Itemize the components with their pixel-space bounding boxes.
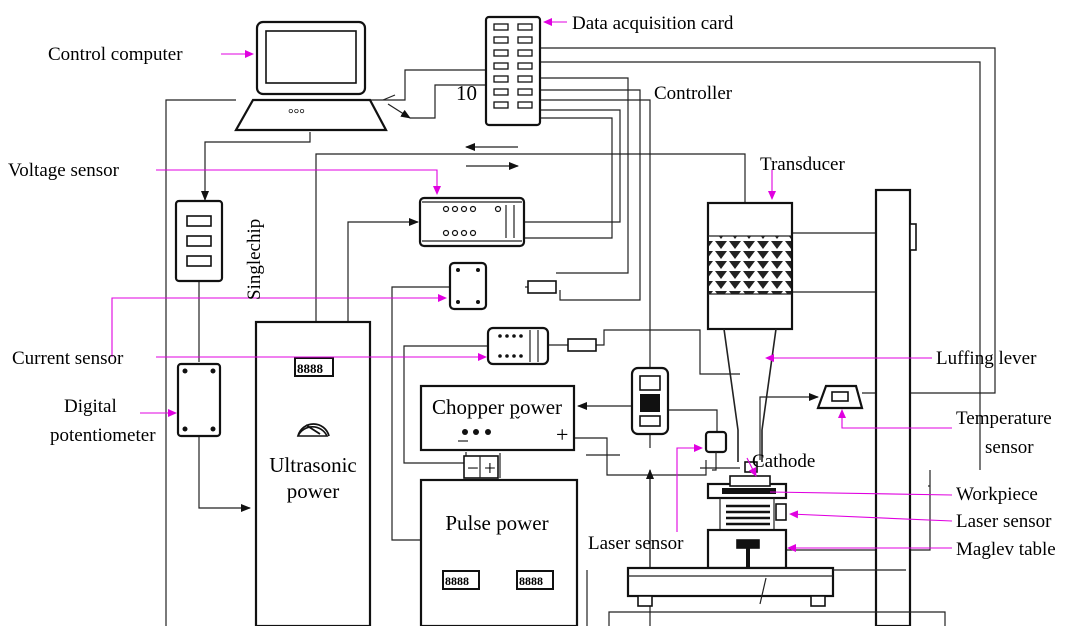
label-current-sensor: Current sensor bbox=[12, 348, 124, 369]
ultrasonic-display: 8888 bbox=[297, 361, 324, 376]
chopper-power-label: Chopper power bbox=[432, 395, 562, 419]
label-ten: 10 bbox=[456, 81, 477, 105]
temperature-sensor-device bbox=[816, 384, 864, 410]
label-data-acquisition-card: Data acquisition card bbox=[572, 13, 734, 34]
label-laser-sensor-bottom: Laser sensor bbox=[588, 533, 684, 554]
pulse-power-label: Pulse power bbox=[445, 511, 548, 535]
label-digital: Digital bbox=[64, 396, 117, 417]
wiring bbox=[165, 47, 996, 626]
label-temperature-sensor: sensor bbox=[985, 437, 1034, 458]
ultrasonic-label-2: power bbox=[287, 479, 339, 503]
chopper-plus: + bbox=[556, 422, 568, 447]
singlechip-device bbox=[174, 199, 224, 283]
chopper-power-device: Chopper power ˇ + bbox=[419, 384, 576, 452]
labels: Data acquisition card Control computer C… bbox=[8, 13, 1056, 560]
label-transducer: Transducer bbox=[760, 154, 845, 175]
digital-potentiometer-device bbox=[176, 362, 222, 438]
label-control-computer: Control computer bbox=[48, 44, 183, 65]
label-luffing-lever: Luffing lever bbox=[936, 348, 1037, 369]
label-controller: Controller bbox=[654, 83, 733, 104]
label-maglev-table: Maglev table bbox=[956, 539, 1056, 560]
ultrasonic-power-device: 8888 Ultrasonic power bbox=[254, 320, 372, 626]
maglev-table-device bbox=[608, 475, 946, 626]
label-cathode: Cathode bbox=[752, 451, 815, 472]
controller-device bbox=[630, 366, 670, 436]
svg-text:ˇ: ˇ bbox=[515, 414, 521, 431]
pulse-display-1: 8888 bbox=[445, 574, 469, 588]
current-sensor-device bbox=[486, 326, 597, 366]
pulse-display-2: 8888 bbox=[519, 574, 543, 588]
annotation-leaders bbox=[111, 18, 953, 552]
control-computer: °°° bbox=[234, 20, 388, 132]
data-acquisition-card-device: 10 bbox=[456, 15, 542, 127]
label-singlechip: Singlechip bbox=[244, 219, 265, 300]
minus-sign: − bbox=[467, 456, 479, 480]
label-voltage-sensor: Voltage sensor bbox=[8, 160, 120, 181]
label-potentiometer: potentiometer bbox=[50, 425, 156, 446]
ultrasonic-label-1: Ultrasonic bbox=[269, 453, 356, 477]
plus-sign: + bbox=[484, 456, 496, 480]
voltage-sensor-device bbox=[418, 196, 526, 248]
laser-sensor-device bbox=[704, 430, 728, 471]
pulse-power-device: − + Pulse power 8888 8888 bbox=[419, 455, 579, 626]
label-laser-sensor-right: Laser sensor bbox=[956, 511, 1052, 532]
label-workpiece: Workpiece bbox=[956, 484, 1038, 505]
label-temperature: Temperature bbox=[956, 408, 1052, 429]
hall-sensor-device bbox=[448, 261, 557, 311]
computer-dots: °°° bbox=[288, 107, 305, 122]
